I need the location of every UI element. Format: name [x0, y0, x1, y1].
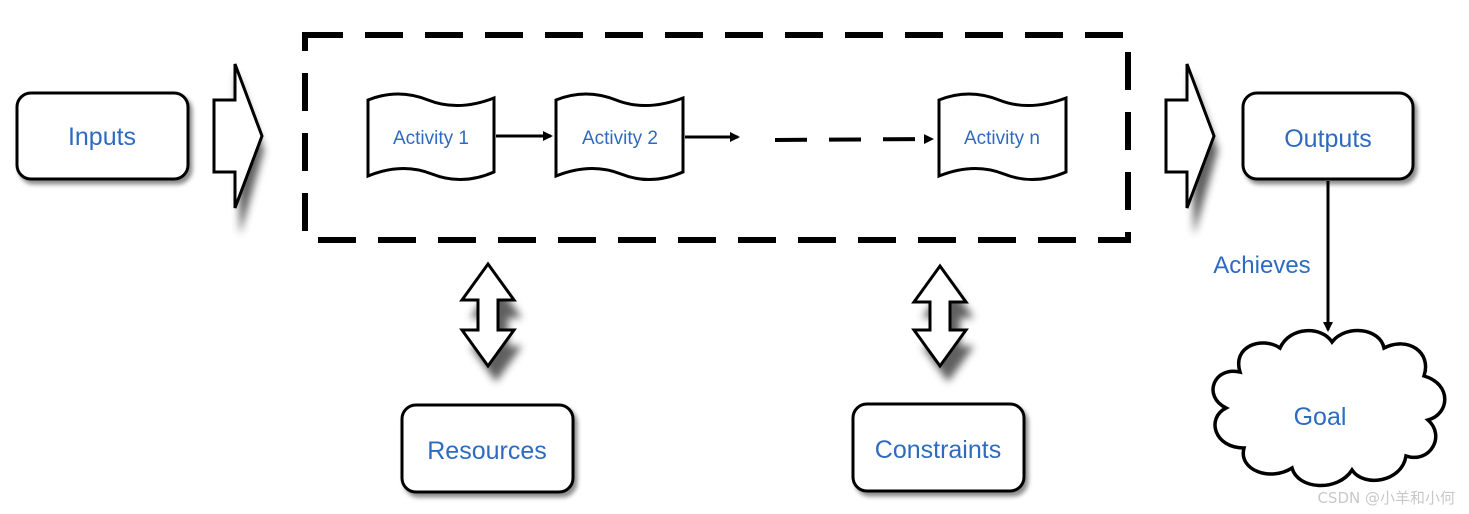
process-boundary — [302, 32, 1131, 243]
activity-n-label: Activity n — [964, 128, 1040, 149]
outputs-label: Outputs — [1284, 125, 1372, 153]
constraints-double-arrow — [911, 263, 974, 382]
outputs-node: Outputs — [1241, 91, 1415, 181]
output-block-arrow — [1164, 63, 1218, 235]
constraints-node: Constraints — [851, 402, 1026, 493]
resources-label: Resources — [427, 437, 547, 465]
inputs-node: Inputs — [15, 91, 190, 181]
constraints-label: Constraints — [875, 436, 1001, 464]
activity-2-label: Activity 2 — [582, 128, 658, 149]
inputs-label: Inputs — [68, 123, 136, 151]
achieves-label: Achieves — [1213, 252, 1310, 279]
activity-1-node: Activity 1 — [366, 92, 496, 182]
activity-1-label: Activity 1 — [393, 128, 469, 149]
continuation-dashed-arrow — [774, 134, 934, 145]
watermark: CSDN @小羊和小何 — [1317, 489, 1455, 507]
input-block-arrow — [212, 63, 264, 235]
resources-double-arrow — [459, 261, 522, 382]
activity-n-node: Activity n — [937, 92, 1068, 182]
resources-node: Resources — [400, 403, 575, 494]
activity-2-node: Activity 2 — [554, 92, 685, 182]
goal-label: Goal — [1294, 403, 1347, 431]
goal-node: Goal — [1211, 328, 1447, 488]
